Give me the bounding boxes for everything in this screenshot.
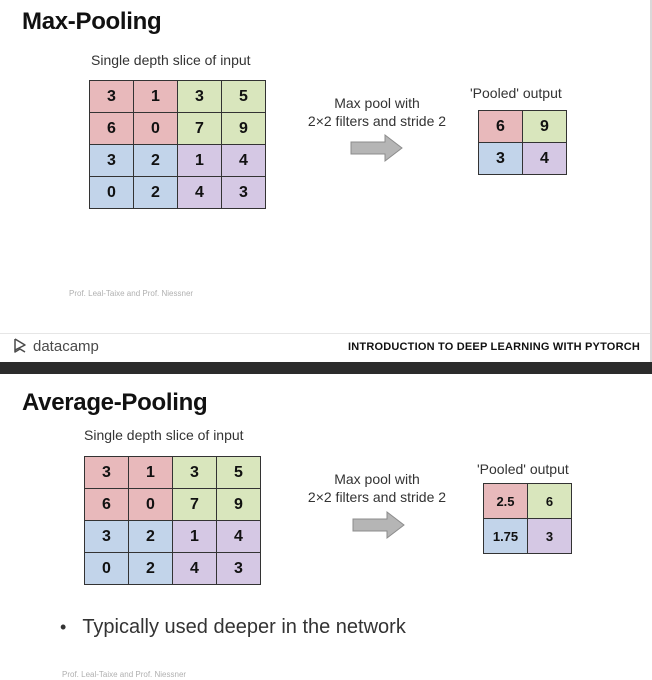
slide-max-pooling: Max-Pooling Single depth slice of input … — [0, 0, 652, 362]
slide-average-pooling: Average-Pooling Single depth slice of in… — [0, 374, 652, 680]
grid-cell: 4 — [178, 177, 221, 208]
input-grid: 3 1 3 5 6 0 7 9 3 2 1 4 0 2 4 3 — [84, 456, 261, 585]
slide-title: Average-Pooling — [22, 389, 208, 416]
grid-cell: 3 — [85, 521, 128, 552]
grid-cell: 7 — [173, 489, 216, 520]
output-grid: 6 9 3 4 — [478, 110, 567, 175]
input-caption: Single depth slice of input — [84, 427, 244, 443]
input-grid: 3 1 3 5 6 0 7 9 3 2 1 4 0 2 4 3 — [89, 80, 266, 209]
grid-cell: 3 — [479, 143, 522, 174]
grid-cell: 1 — [129, 457, 172, 488]
grid-cell: 1 — [178, 145, 221, 176]
grid-cell: 1 — [134, 81, 177, 112]
grid-cell: 2.5 — [484, 484, 527, 518]
grid-cell: 3 — [90, 145, 133, 176]
slide-edge — [650, 0, 652, 362]
grid-cell: 9 — [217, 489, 260, 520]
right-arrow-icon — [352, 510, 405, 540]
grid-cell: 6 — [85, 489, 128, 520]
grid-cell: 0 — [90, 177, 133, 208]
grid-cell: 0 — [134, 113, 177, 144]
grid-cell: 1.75 — [484, 519, 527, 553]
grid-cell: 5 — [217, 457, 260, 488]
slide-separator — [0, 362, 652, 374]
operation-label: Max pool with 2×2 filters and stride 2 — [302, 94, 452, 130]
operation-label: Max pool with 2×2 filters and stride 2 — [302, 470, 452, 506]
grid-cell: 7 — [178, 113, 221, 144]
grid-cell: 3 — [173, 457, 216, 488]
grid-cell: 6 — [479, 111, 522, 142]
credit-text: Prof. Leal-Taixe and Prof. Niessner — [69, 289, 194, 298]
grid-cell: 5 — [222, 81, 265, 112]
slide-title: Max-Pooling — [22, 8, 162, 35]
logo-text: datacamp — [33, 337, 99, 355]
output-caption: 'Pooled' output — [470, 85, 562, 101]
grid-cell: 3 — [217, 553, 260, 584]
grid-cell: 3 — [528, 519, 571, 553]
output-grid: 2.5 6 1.75 3 — [483, 483, 572, 554]
operation-line-2: 2×2 filters and stride 2 — [307, 489, 447, 505]
grid-cell: 4 — [222, 145, 265, 176]
grid-cell: 0 — [85, 553, 128, 584]
grid-cell: 6 — [528, 484, 571, 518]
grid-cell: 3 — [222, 177, 265, 208]
course-title: INTRODUCTION TO DEEP LEARNING WITH PYTOR… — [348, 341, 640, 353]
grid-cell: 2 — [134, 145, 177, 176]
grid-cell: 6 — [90, 113, 133, 144]
grid-cell: 4 — [523, 143, 566, 174]
grid-cell: 3 — [178, 81, 221, 112]
grid-cell: 1 — [173, 521, 216, 552]
grid-cell: 9 — [222, 113, 265, 144]
bullet-item: • Typically used deeper in the network — [60, 616, 406, 639]
grid-cell: 2 — [134, 177, 177, 208]
grid-cell: 2 — [129, 521, 172, 552]
datacamp-logo-icon — [14, 338, 26, 353]
operation-line-2: 2×2 filters and stride 2 — [307, 113, 447, 129]
input-caption: Single depth slice of input — [91, 52, 251, 68]
grid-cell: 4 — [173, 553, 216, 584]
grid-cell: 9 — [523, 111, 566, 142]
operation-line-1: Max pool with — [334, 471, 420, 487]
operation-line-1: Max pool with — [334, 95, 420, 111]
grid-cell: 3 — [85, 457, 128, 488]
grid-cell: 2 — [129, 553, 172, 584]
credit-text: Prof. Leal-Taixe and Prof. Niessner — [62, 670, 187, 679]
right-arrow-icon — [350, 133, 403, 163]
output-caption: 'Pooled' output — [477, 461, 569, 477]
grid-cell: 3 — [90, 81, 133, 112]
datacamp-logo[interactable]: datacamp — [12, 337, 99, 355]
footer-divider — [0, 333, 652, 334]
bullet-text: Typically used deeper in the network — [82, 616, 406, 638]
bullet-point: • — [60, 617, 67, 637]
grid-cell: 4 — [217, 521, 260, 552]
grid-cell: 0 — [129, 489, 172, 520]
